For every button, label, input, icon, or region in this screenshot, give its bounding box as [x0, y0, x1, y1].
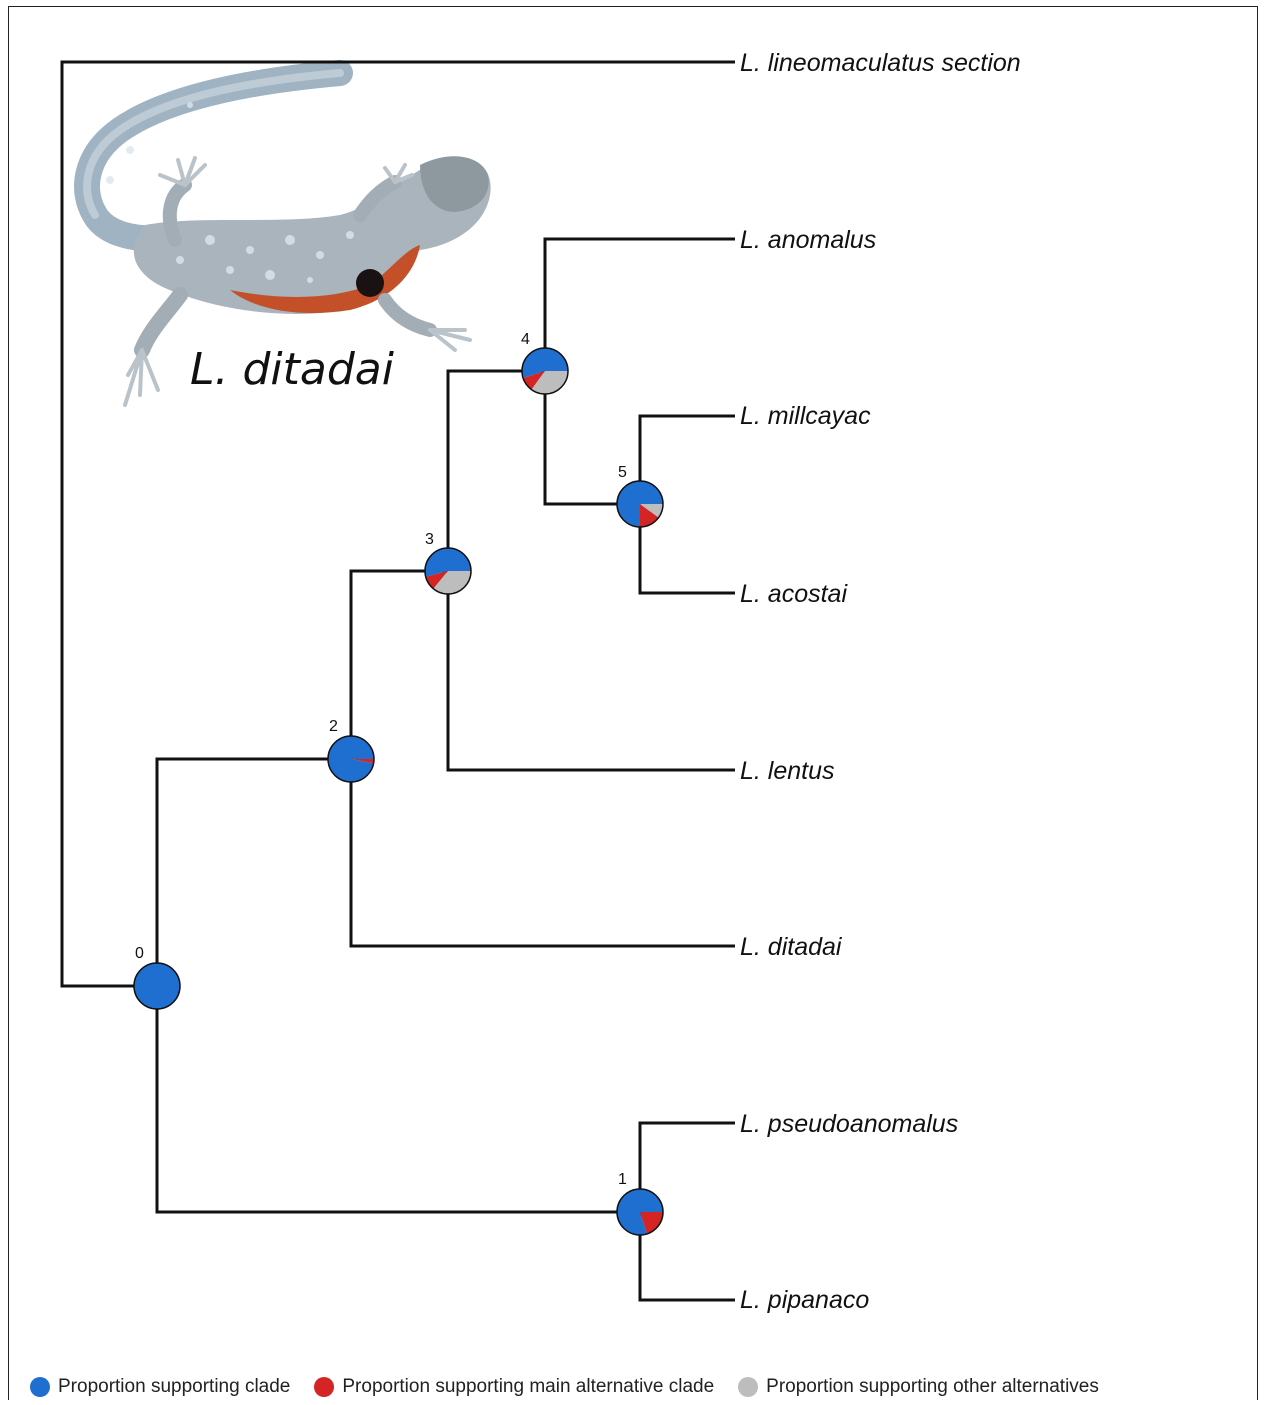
taxon-label-lineomaculatus: L. lineomaculatus section — [740, 49, 1021, 77]
taxon-label-pseudoanomalus: L. pseudoanomalus — [740, 1110, 958, 1138]
figure-frame — [8, 6, 1258, 1400]
node-label-1: 1 — [618, 1171, 627, 1188]
branch-node5-millcayac — [638, 414, 735, 504]
pie-slice-main-alt-node-1 — [640, 1212, 663, 1234]
lizard-photo — [74, 60, 491, 407]
node-label-5: 5 — [618, 464, 627, 481]
taxon-label-millcayac: L. millcayac — [740, 402, 871, 430]
branches — [60, 60, 735, 1302]
pie-outline-node-2 — [327, 735, 375, 783]
pie-outline-node-1 — [616, 1188, 664, 1236]
pie-slice-support-node-3 — [425, 548, 471, 577]
node-label-2: 2 — [329, 718, 338, 735]
pie-slice-other-alt-node-3 — [433, 571, 471, 595]
legend-swatch-main-alt — [314, 1377, 335, 1397]
pie-slice-main-alt-node-4 — [523, 371, 545, 390]
node-label-3: 3 — [425, 531, 434, 548]
branch-node3-node4 — [446, 369, 545, 571]
pie-outline-node-5 — [616, 480, 664, 528]
taxon-label-anomalus: L. anomalus — [740, 226, 876, 254]
pie-slice-other-alt-node-5 — [640, 504, 663, 518]
legend-item-main-alt: Proportion supporting main alternative c… — [314, 1376, 714, 1398]
pie-slice-support-node-4 — [522, 348, 568, 379]
photo-label: L. ditadai — [190, 344, 395, 395]
branch-root — [60, 60, 735, 988]
pie-slice-main-alt-node-5 — [640, 504, 659, 527]
node-label-4: 4 — [521, 331, 530, 348]
legend-label-other-alt: Proportion supporting other alternatives — [766, 1376, 1099, 1397]
taxon-label-ditadai: L. ditadai — [740, 933, 843, 961]
taxon-label-acostai: L. acostai — [740, 580, 848, 608]
taxon-label-pipanaco: L. pipanaco — [740, 1286, 869, 1314]
phylogenetic-tree: L. ditadai L. lineomaculatus section L. … — [60, 49, 1021, 1314]
branch-node2-ditadai — [349, 759, 735, 948]
branch-node4-anomalus — [543, 237, 735, 371]
branch-node0-node1 — [155, 986, 640, 1214]
branch-node2-node3 — [349, 569, 448, 759]
taxon-label-lentus: L. lentus — [740, 757, 835, 785]
legend-label-support: Proportion supporting clade — [58, 1376, 291, 1397]
pie-slice-main-alt-node-3 — [425, 571, 448, 589]
branch-node1-pipanaco — [638, 1212, 735, 1302]
node-label-0: 0 — [135, 945, 144, 962]
branch-node1-pseudoanomalus — [638, 1121, 735, 1212]
branch-node3-lentus — [446, 571, 735, 772]
pie-outline-node-0 — [133, 962, 181, 1010]
legend: Proportion supporting clade Proportion s… — [30, 1374, 1123, 1400]
pie-slice-main-alt-node-2 — [351, 759, 374, 764]
legend-swatch-other-alt — [738, 1377, 759, 1397]
branch-node0-node2 — [155, 757, 351, 986]
pie-outline-node-3 — [424, 547, 472, 595]
legend-item-other-alt: Proportion supporting other alternatives — [738, 1376, 1099, 1398]
branch-node5-acostai — [638, 504, 735, 595]
legend-label-main-alt: Proportion supporting main alternative c… — [342, 1376, 715, 1397]
legend-item-support: Proportion supporting clade — [30, 1376, 290, 1398]
pie-slice-other-alt-node-4 — [531, 371, 568, 394]
node-pies — [133, 347, 664, 1236]
pie-outline-node-4 — [521, 347, 569, 395]
pie-slice-support-node-0 — [134, 963, 180, 1009]
legend-swatch-support — [30, 1377, 50, 1397]
branch-node4-node5 — [543, 371, 640, 506]
pie-slice-support-node-2 — [328, 736, 374, 782]
